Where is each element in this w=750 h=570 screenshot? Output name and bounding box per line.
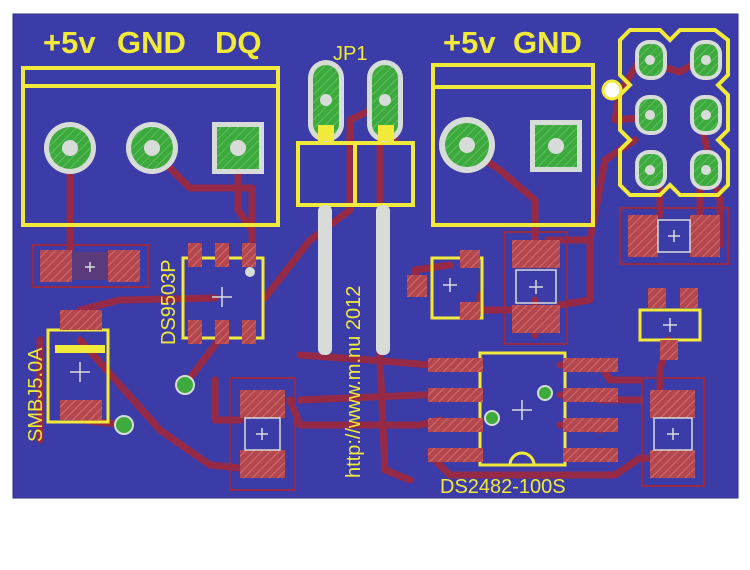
jumper-jp1 [296, 60, 415, 355]
label-smbj: SMBJ5.0A [25, 347, 47, 442]
via-left [175, 375, 195, 395]
label-ds2482: DS2482-100S [440, 476, 566, 498]
smd-transistor-center [407, 250, 484, 320]
right-terminal-outline [431, 63, 595, 227]
smd-resistor-right-top [619, 207, 729, 265]
label-right-gnd: GND [513, 25, 582, 60]
label-ds9503p: DS9503P [158, 259, 180, 345]
tht-pads [44, 117, 582, 174]
chip-ds9503p [181, 243, 265, 344]
label-right-5v: +5v [443, 25, 496, 60]
smd-transistor-right [638, 288, 702, 360]
silkscreen-labels: +5v GND DQ +5v GND JP1 DS9503P SMBJ5.0A … [25, 25, 582, 498]
label-left-5v: +5v [43, 25, 96, 60]
smd-resistor-right-bottom [641, 377, 705, 487]
left-terminal-outline [21, 66, 280, 227]
chip-ds2482 [428, 351, 618, 467]
smd-resistor-center [504, 231, 568, 345]
smd-resistor-bottom-left [229, 377, 296, 491]
smd-resistor-left [32, 244, 149, 288]
label-left-dq: DQ [215, 25, 262, 60]
label-url: http://www.m.nu 2012 [343, 286, 365, 478]
label-jp1: JP1 [333, 43, 367, 65]
diode-smbj [46, 310, 134, 435]
header-2x3 [601, 28, 730, 197]
label-left-gnd: GND [117, 25, 186, 60]
